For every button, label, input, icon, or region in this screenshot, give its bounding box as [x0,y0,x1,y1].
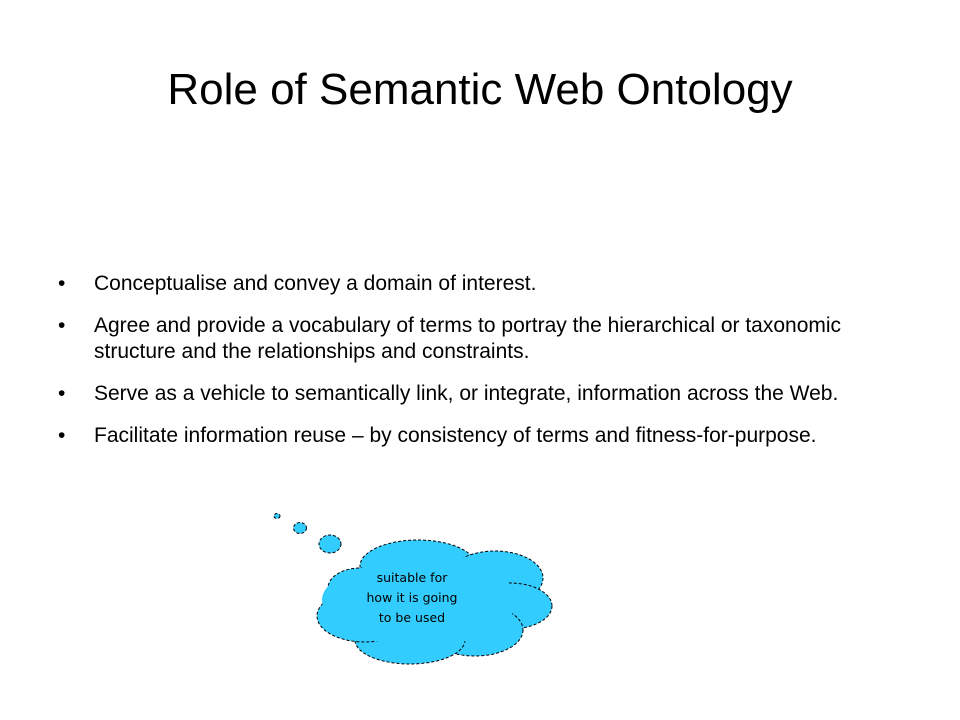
bullet-text: Conceptualise and convey a domain of int… [94,272,537,295]
bullet-dot: • [58,382,66,405]
slide-title: Role of Semantic Web Ontology [167,65,793,114]
bullet-item: • Agree and provide a vocabulary of term… [58,313,898,365]
callout-line-2: how it is going [366,590,458,605]
callout-line-1: suitable for [376,570,448,585]
bullet-list: • Conceptualise and convey a domain of i… [58,271,898,465]
bullet-dot: • [58,424,66,447]
thought-bubble-callout: suitable for how it is going to be used [270,508,560,668]
thought-bubble-text: suitable for how it is going to be used [352,568,472,628]
callout-line-3: to be used [378,610,446,625]
bullet-item: • Facilitate information reuse – by cons… [58,423,898,449]
bullet-dot: • [58,272,66,295]
thought-bubble-icon [273,513,553,665]
bullet-item: • Serve as a vehicle to semantically lin… [58,381,898,407]
bullet-item: • Conceptualise and convey a domain of i… [58,271,898,297]
bullet-text: Serve as a vehicle to semantically link,… [94,382,839,405]
bullet-dot: • [58,314,66,337]
bullet-text: Facilitate information reuse – by consis… [94,424,817,447]
bullet-text: Agree and provide a vocabulary of terms … [94,314,842,363]
